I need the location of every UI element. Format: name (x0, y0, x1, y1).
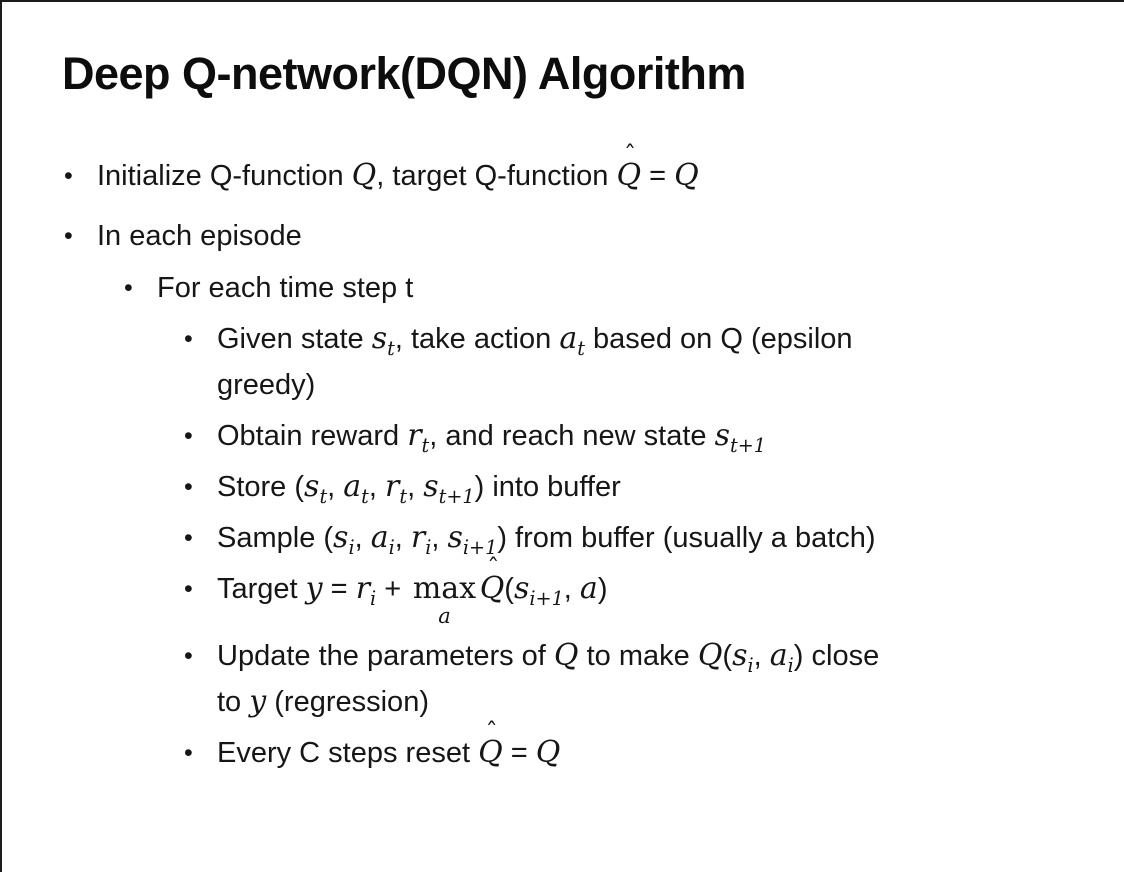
math-var: Q (674, 158, 699, 193)
max-under-arg: a (438, 603, 451, 628)
bullet-item: • Obtain reward rt, and reach new state s… (2, 413, 1082, 459)
bullet-dot: • (124, 274, 133, 302)
math-var: at (559, 321, 585, 360)
math-var: st (304, 469, 328, 508)
math-subscript: t+1 (730, 434, 767, 457)
math-subscript: i+1 (462, 536, 498, 559)
math-var: si (333, 520, 355, 559)
math-var: rt (407, 418, 430, 457)
math-var: ai (370, 520, 395, 559)
bullet-dot: • (184, 325, 193, 353)
math-var: Q (697, 637, 723, 673)
bullet-item: • Store (st, at, rt, st+1) into buffer (2, 464, 1082, 510)
math-var: ri (355, 571, 377, 610)
math-subscript: t (421, 434, 430, 457)
bullet-text: Update the parameters of Q to make Q(si,… (217, 637, 880, 719)
math-var: Q (535, 734, 561, 770)
hat-accent: ˆ (623, 140, 637, 170)
bullet-text: Sample (si, ai, ri, si+1) from buffer (u… (217, 520, 876, 559)
bullet-item: • Update the parameters of Q to make Q(si… (2, 633, 1082, 725)
bullet-item: • Sample (si, ai, ri, si+1) from buffer (… (2, 515, 1082, 561)
math-subscript: t (387, 337, 395, 360)
math-var: st+1 (714, 418, 767, 457)
hat-accent: ˆ (485, 716, 498, 746)
math-var: at (343, 469, 369, 508)
bullet-dot: • (184, 575, 193, 603)
bullet-text: For each time step t (157, 272, 414, 304)
math-var: Q (351, 158, 377, 193)
math-subscript: i+1 (529, 587, 564, 610)
bullet-text: Obtain reward rt, and reach new state st… (217, 418, 767, 457)
bullet-item: • For each time step t (2, 265, 1082, 311)
bullet-dot: • (184, 473, 193, 501)
bullet-dot: • (184, 738, 193, 767)
bullet-dot: • (64, 162, 73, 190)
math-var: si+1 (513, 571, 564, 610)
max-label: max (412, 571, 477, 606)
math-var: si (732, 637, 754, 677)
bullet-item: •Given state st, take action at based on… (2, 316, 1082, 408)
bullet-dot: • (184, 422, 193, 450)
bullet-text: Given state st, take action at based on … (217, 321, 853, 401)
bullet-text: In each episode (97, 220, 302, 252)
math-var: ri (410, 520, 432, 559)
math-var: y (305, 571, 323, 606)
math-var: Q (553, 637, 579, 673)
math-var: a (579, 571, 598, 606)
math-subscript: t (577, 337, 585, 360)
math-var: y (249, 683, 267, 719)
bullet-dot: • (64, 222, 73, 250)
math-var: rt (385, 469, 408, 508)
math-subscript: i (370, 587, 377, 610)
math-subscript: t (319, 485, 328, 508)
bullet-dot: • (184, 524, 193, 552)
bullet-text: Initialize Q-function Q, target Q-functi… (97, 140, 1082, 199)
math-subscript: t+1 (438, 485, 475, 508)
math-var: ai (769, 637, 794, 677)
math-subscript: t (361, 485, 369, 508)
math-subscript: i (747, 653, 754, 677)
math-subscript: i (787, 653, 794, 677)
math-var: st+1 (423, 469, 475, 508)
bullet-item: • In each episode (2, 213, 1082, 259)
math-subscript: i (348, 536, 355, 559)
hat-accent: ˆ (487, 553, 500, 583)
bullet-list: • Initialize Q-function Q, target Q-funct… (2, 140, 1082, 776)
slide-title: Deep Q-network(DQN) Algorithm (62, 48, 746, 99)
bullet-item: • Initialize Q-function Q, target Q-funct… (2, 140, 1082, 199)
math-subscript: i (388, 536, 395, 559)
math-subscript: t (399, 485, 408, 508)
math-subscript: i (425, 536, 432, 559)
math-var: si+1 (447, 520, 498, 559)
bullet-dot: • (184, 641, 193, 670)
bullet-text: Store (st, at, rt, st+1) into buffer (217, 469, 621, 508)
math-var: st (371, 321, 395, 360)
